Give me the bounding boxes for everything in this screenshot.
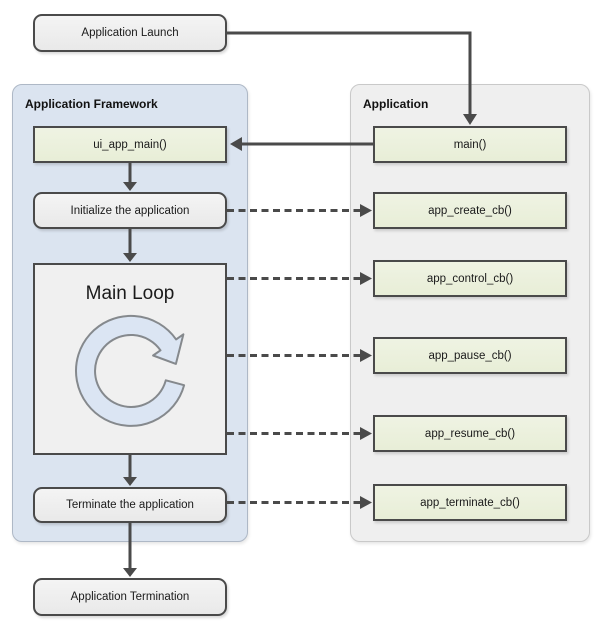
node-ui-app-main-label: ui_app_main() <box>93 138 167 151</box>
node-app-control-cb: app_control_cb() <box>373 260 567 297</box>
node-app-pause-cb: app_pause_cb() <box>373 337 567 374</box>
node-application-launch: Application Launch <box>33 14 227 52</box>
node-app-terminate-cb: app_terminate_cb() <box>373 484 567 521</box>
node-app-create-cb-label: app_create_cb() <box>428 204 512 217</box>
clockwise-loop-icon <box>75 314 186 427</box>
node-application-termination-label: Application Termination <box>70 591 190 603</box>
group-application-framework-title: Application Framework <box>25 97 158 111</box>
node-initialize-label: Initialize the application <box>70 204 190 217</box>
node-app-resume-cb: app_resume_cb() <box>373 415 567 452</box>
node-app-control-cb-label: app_control_cb() <box>426 272 514 285</box>
node-ui-app-main: ui_app_main() <box>33 126 227 163</box>
node-application-launch-label: Application Launch <box>81 27 179 39</box>
node-main-loop: Main Loop <box>33 263 227 455</box>
node-application-termination: Application Termination <box>33 578 227 616</box>
node-app-resume-cb-label: app_resume_cb() <box>424 427 516 440</box>
node-app-pause-cb-label: app_pause_cb() <box>428 349 512 362</box>
node-terminate: Terminate the application <box>33 487 227 523</box>
node-main-label: main() <box>453 138 487 151</box>
node-main: main() <box>373 126 567 163</box>
node-app-create-cb: app_create_cb() <box>373 192 567 229</box>
node-main-loop-label: Main Loop <box>85 283 175 304</box>
node-initialize: Initialize the application <box>33 192 227 229</box>
group-application-title: Application <box>363 97 429 111</box>
node-terminate-label: Terminate the application <box>66 499 194 511</box>
node-app-terminate-cb-label: app_terminate_cb() <box>420 496 520 509</box>
